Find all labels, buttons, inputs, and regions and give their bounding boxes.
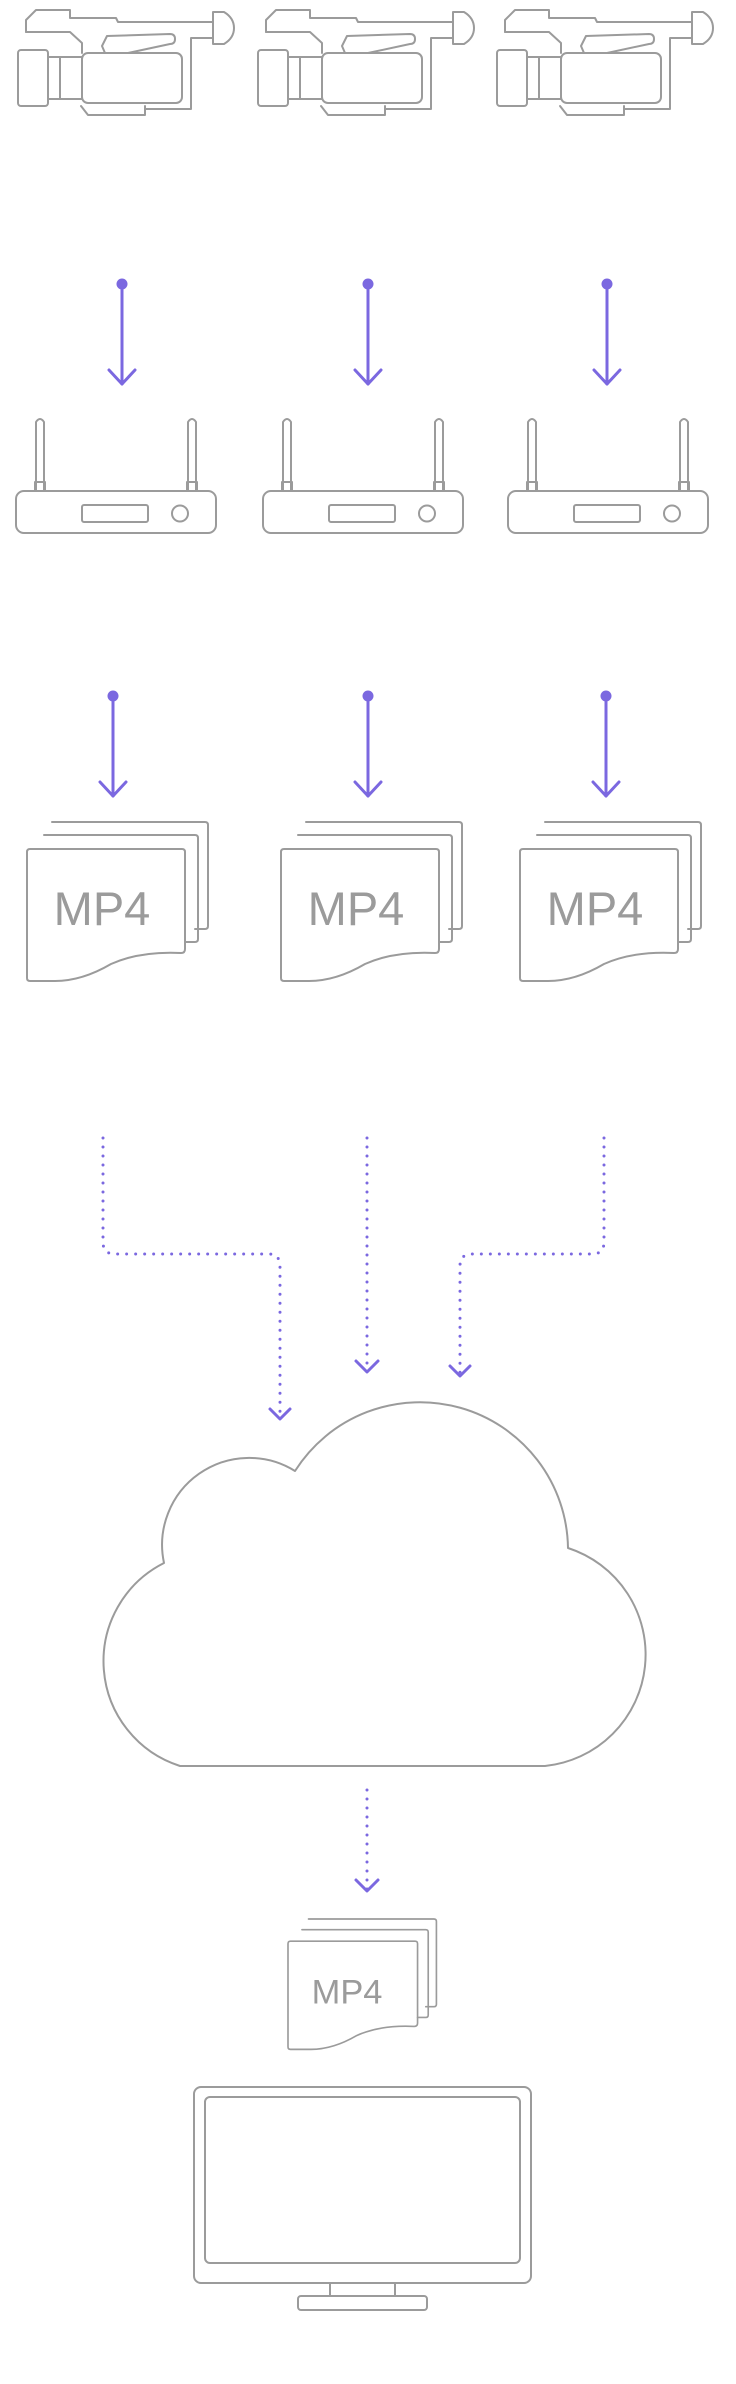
file-to-cloud-arrow-3-head — [448, 1364, 472, 1378]
video-camera-icon — [496, 9, 714, 116]
camera-2 — [257, 9, 475, 116]
display-monitor — [193, 2086, 532, 2311]
camera-to-transmitter-arrow-2 — [353, 277, 383, 386]
file-label: MP4 — [547, 882, 644, 935]
video-camera-icon — [17, 9, 235, 116]
file-to-cloud-arrow-1-head — [268, 1407, 292, 1421]
camera-1 — [17, 9, 235, 116]
transmitter-1 — [15, 418, 217, 534]
cloud-icon — [102, 1401, 647, 1767]
recorded-file-2: MP4 — [280, 821, 463, 982]
file-label: MP4 — [312, 1973, 383, 2011]
wireless-transmitter-icon — [507, 418, 709, 534]
cloud-to-output-arrow-head — [354, 1878, 380, 1893]
file-to-cloud-arrow-1 — [101, 1136, 282, 1421]
transmitter-to-file-arrow-1 — [98, 689, 128, 798]
output-file: MP4 — [287, 1918, 438, 2051]
wireless-transmitter-icon — [262, 418, 464, 534]
transmitter-2 — [262, 418, 464, 534]
file-to-cloud-arrow-3 — [458, 1136, 606, 1378]
monitor-icon — [193, 2086, 532, 2311]
camera-3 — [496, 9, 714, 116]
recorded-file-3: MP4 — [519, 821, 702, 982]
cloud-storage — [102, 1401, 647, 1767]
file-label: MP4 — [54, 882, 151, 935]
transmitter-3 — [507, 418, 709, 534]
wireless-transmitter-icon — [15, 418, 217, 534]
transmitter-to-file-arrow-3 — [591, 689, 621, 798]
recorded-file-1: MP4 — [26, 821, 209, 982]
camera-to-transmitter-arrow-3 — [592, 277, 622, 386]
transmitter-to-file-arrow-2 — [353, 689, 383, 798]
file-label: MP4 — [308, 882, 405, 935]
file-to-cloud-arrow-2-head — [354, 1359, 380, 1374]
video-camera-icon — [257, 9, 475, 116]
camera-to-transmitter-arrow-1 — [107, 277, 137, 386]
